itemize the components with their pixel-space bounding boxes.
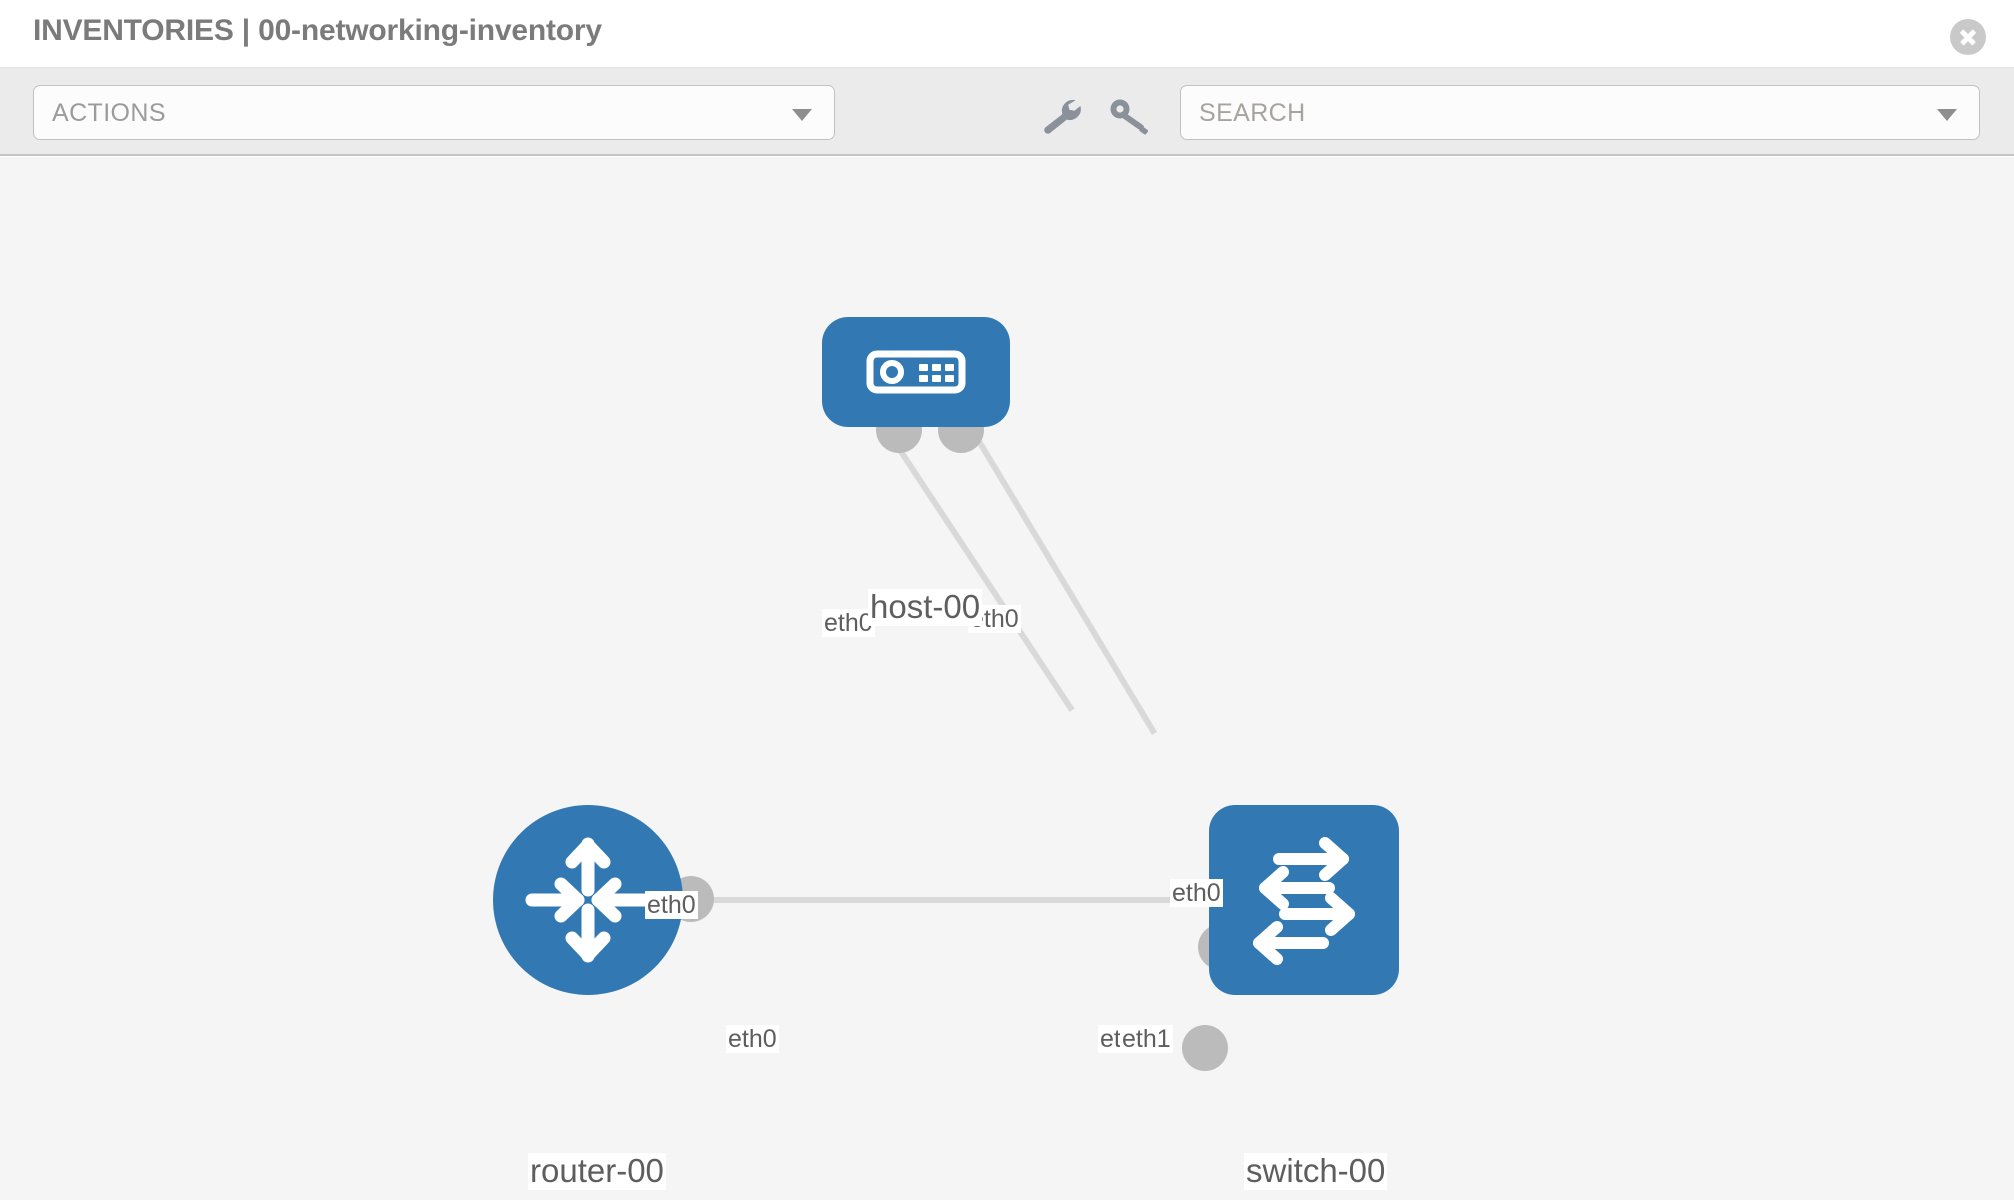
- chevron-down-icon[interactable]: [1937, 109, 1957, 121]
- actions-dropdown[interactable]: ACTIONS: [33, 85, 835, 140]
- topology-canvas[interactable]: eth0 eth0 host-00 eth0 eth0 router-00 et…: [0, 157, 2014, 1200]
- chevron-down-icon: [792, 109, 812, 121]
- label-router-eth0-up: eth0: [645, 891, 698, 920]
- server-icon: [866, 350, 966, 394]
- node-switch-00[interactable]: [1209, 805, 1399, 995]
- edge-host-router[interactable]: [877, 418, 1075, 712]
- label-switch-eth1-left: eth1: [1120, 1025, 1173, 1054]
- label-host-eth0-left: eth0: [822, 609, 875, 638]
- topology-graph: eth0 eth0 host-00 eth0 eth0 router-00 et…: [0, 157, 2014, 1200]
- edge-router-switch[interactable]: [660, 897, 1240, 903]
- router-arrows-icon: [525, 837, 651, 963]
- actions-dropdown-label: ACTIONS: [52, 99, 166, 127]
- wrench-icon[interactable]: [1039, 96, 1085, 136]
- search-placeholder: SEARCH: [1199, 99, 1306, 127]
- port-dot-switch-left-lower[interactable]: [1182, 1025, 1228, 1071]
- label-switch-00: switch-00: [1244, 1152, 1388, 1190]
- search-input[interactable]: SEARCH: [1180, 85, 1980, 140]
- label-router-00: router-00: [528, 1152, 666, 1190]
- window-header: INVENTORIES | 00-networking-inventory: [0, 0, 2014, 68]
- toolbar: ACTIONS SEARCH: [0, 68, 2014, 156]
- page-title: INVENTORIES | 00-networking-inventory: [33, 14, 602, 47]
- label-router-eth0-right: eth0: [726, 1025, 779, 1054]
- label-host-00: host-00: [868, 588, 983, 626]
- switch-arrows-icon: [1253, 837, 1355, 965]
- label-switch-eth0-up: eth0: [1170, 879, 1223, 908]
- close-icon[interactable]: [1950, 19, 1986, 55]
- node-host-00[interactable]: [822, 317, 1010, 427]
- key-icon[interactable]: [1106, 96, 1152, 136]
